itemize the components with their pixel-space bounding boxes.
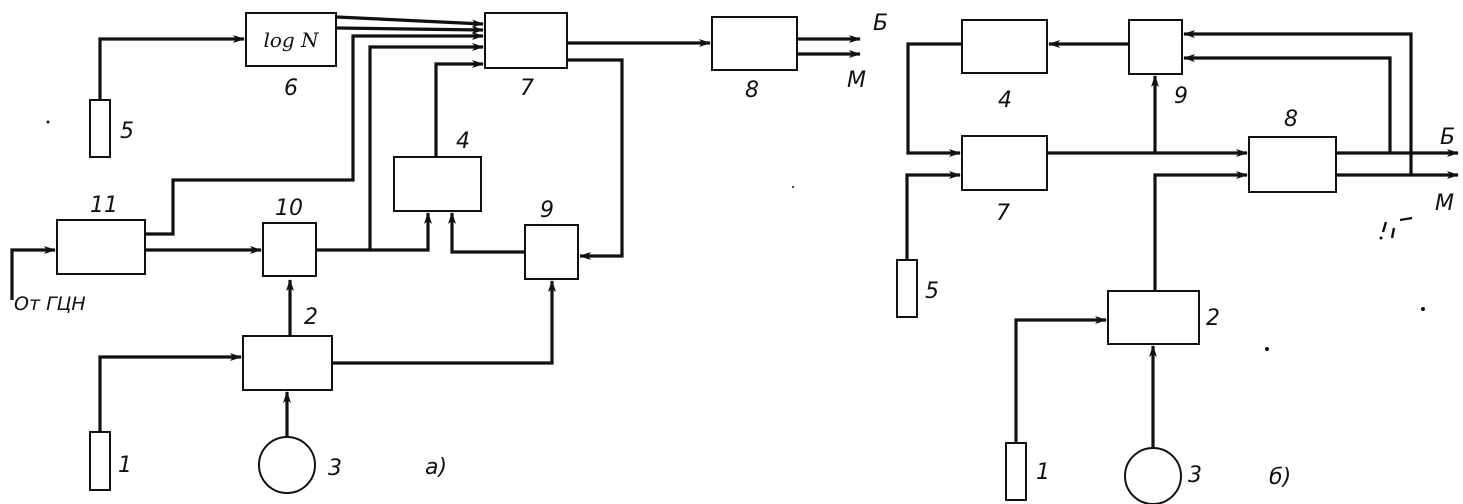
scan-speck xyxy=(1379,236,1383,240)
wire-source-11 xyxy=(10,246,56,300)
label-10: 10 xyxy=(275,196,303,221)
label-5: 5 xyxy=(120,119,134,144)
diagram-a: log N 6 5 7 8 Б М 4 xyxy=(10,11,888,494)
wire-7-9 xyxy=(567,58,624,260)
source-3 xyxy=(1124,447,1182,504)
label-out-m: М xyxy=(847,68,866,93)
scan-speck xyxy=(46,120,50,124)
wire-6-7a xyxy=(336,15,484,28)
wire-1-2 xyxy=(98,353,242,432)
scan-speck xyxy=(1421,307,1425,311)
detector-5 xyxy=(896,259,918,318)
label-out-b: Б xyxy=(1440,125,1455,150)
label-7: 7 xyxy=(996,201,1010,226)
label-4: 4 xyxy=(998,88,1012,113)
label-8: 8 xyxy=(745,78,759,103)
wire-9-4 xyxy=(448,212,525,254)
block-4 xyxy=(961,19,1048,74)
caption-b: б) xyxy=(1269,465,1291,490)
block-9 xyxy=(524,224,579,280)
block-9 xyxy=(1128,19,1183,75)
wire-11-7 xyxy=(145,32,484,236)
source-3 xyxy=(258,436,316,494)
wire-2-8 xyxy=(1153,171,1248,291)
label-2: 2 xyxy=(304,305,318,330)
label-4: 4 xyxy=(456,129,470,154)
detector-5 xyxy=(89,99,111,158)
label-1: 1 xyxy=(1036,460,1050,485)
block-7 xyxy=(484,12,568,69)
wire-6-7b xyxy=(336,25,484,34)
wire-m-9 xyxy=(1183,30,1413,175)
block-4 xyxy=(393,156,482,212)
label-out-m: М xyxy=(1435,191,1454,216)
wire-1-2 xyxy=(1014,316,1107,443)
wire-10-7 xyxy=(316,43,484,252)
caption-a: а) xyxy=(425,455,447,480)
detector-1 xyxy=(1005,442,1027,501)
scan-speck xyxy=(792,186,794,188)
label-3: 3 xyxy=(1188,463,1202,488)
wire-2-9 xyxy=(332,280,556,365)
wire-5-6 xyxy=(98,35,245,100)
label-1: 1 xyxy=(118,453,132,478)
block-11 xyxy=(56,219,146,275)
label-7: 7 xyxy=(520,76,534,101)
wire-b-9 xyxy=(1183,54,1392,153)
label-6: 6 xyxy=(284,76,298,101)
label-11: 11 xyxy=(90,193,118,218)
label-source: От ГЦН xyxy=(14,293,86,315)
label-9: 9 xyxy=(1174,84,1188,109)
wire-4-7 xyxy=(434,60,484,157)
block-6-log xyxy=(245,12,337,67)
block-7 xyxy=(961,135,1048,191)
wire-10-4 xyxy=(370,212,432,252)
diagram-b: 4 9 8 Б М 7 5 2 1 3 б) xyxy=(896,19,1459,504)
scan-speck xyxy=(1381,216,1413,239)
block-6-text: log N xyxy=(263,28,320,52)
label-9: 9 xyxy=(540,198,554,223)
label-2: 2 xyxy=(1206,306,1220,331)
scan-speck xyxy=(1265,347,1269,351)
label-3: 3 xyxy=(328,456,342,481)
block-8 xyxy=(1248,136,1337,193)
label-8: 8 xyxy=(1284,107,1298,132)
wire-5-7 xyxy=(905,171,961,260)
block-2 xyxy=(242,335,333,391)
label-5: 5 xyxy=(925,279,939,304)
block-2 xyxy=(1107,290,1200,345)
block-10 xyxy=(262,222,317,277)
wire-4-7 xyxy=(906,42,962,157)
detector-1 xyxy=(89,431,111,491)
block-8 xyxy=(711,16,798,71)
label-out-b: Б xyxy=(873,11,888,36)
